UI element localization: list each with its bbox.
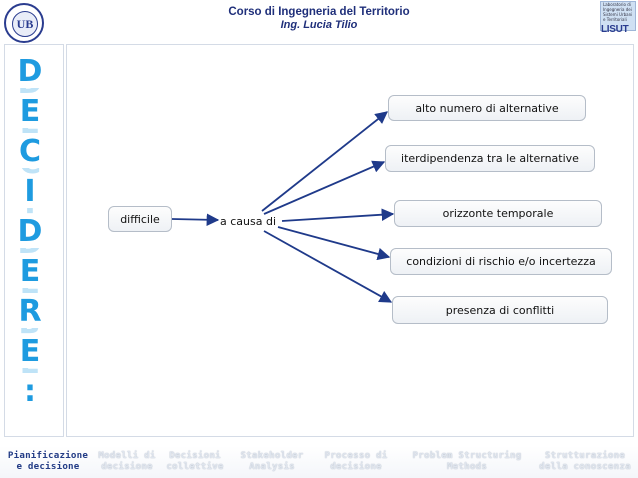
course-title: Corso di Ingegneria del Territorio — [228, 6, 410, 18]
sidebar-letter: DD — [17, 214, 43, 257]
sidebar-letter: DD — [17, 54, 43, 97]
lab-logo-text: LISUT — [601, 24, 629, 35]
concept-difficile: difficile — [108, 206, 172, 232]
university-seal-logo: UB — [4, 3, 44, 43]
sidebar-letter: CC — [18, 134, 42, 177]
instructor-name: Ing. Lucia Tilio — [280, 19, 358, 31]
lab-logo-line: e Territoriali — [603, 17, 627, 22]
arrow-to-cause — [263, 160, 386, 215]
content-panel — [66, 44, 634, 437]
arrow-source-to-connector — [171, 213, 220, 227]
cause-box: orizzonte temporale — [394, 200, 602, 227]
arrow-to-cause — [281, 208, 395, 222]
lab-logo-line: Sistemi Urbani — [603, 12, 633, 17]
connector-label: a causa di — [220, 215, 277, 228]
arrow-to-cause — [263, 230, 393, 303]
sidebar-panel — [4, 44, 64, 437]
lab-logo-line: Laboratorio di — [603, 2, 631, 7]
footer-navigation — [0, 446, 638, 478]
cause-box: presenza di conflitti — [392, 296, 608, 324]
sidebar-letter: EE — [19, 254, 41, 297]
sidebar-letter: II — [24, 174, 36, 217]
seal-monogram: UB — [12, 11, 38, 37]
sidebar-letter: EE — [19, 94, 41, 137]
sidebar-letter: RR — [18, 294, 42, 337]
cause-box: iterdipendenza tra le alternative — [385, 145, 595, 172]
sidebar-letter: EE — [19, 334, 41, 377]
lab-logo-line: Ingegneria dei — [603, 7, 632, 12]
lab-logo-box: Laboratorio di Ingegneria dei Sistemi Ur… — [600, 1, 636, 31]
arrow-to-cause — [261, 111, 388, 212]
sidebar-letter: :: — [24, 374, 36, 417]
cause-box: alto numero di alternative — [388, 95, 586, 121]
arrow-to-cause — [277, 226, 391, 261]
cause-box: condizioni di rischio e/o incertezza — [390, 248, 612, 275]
